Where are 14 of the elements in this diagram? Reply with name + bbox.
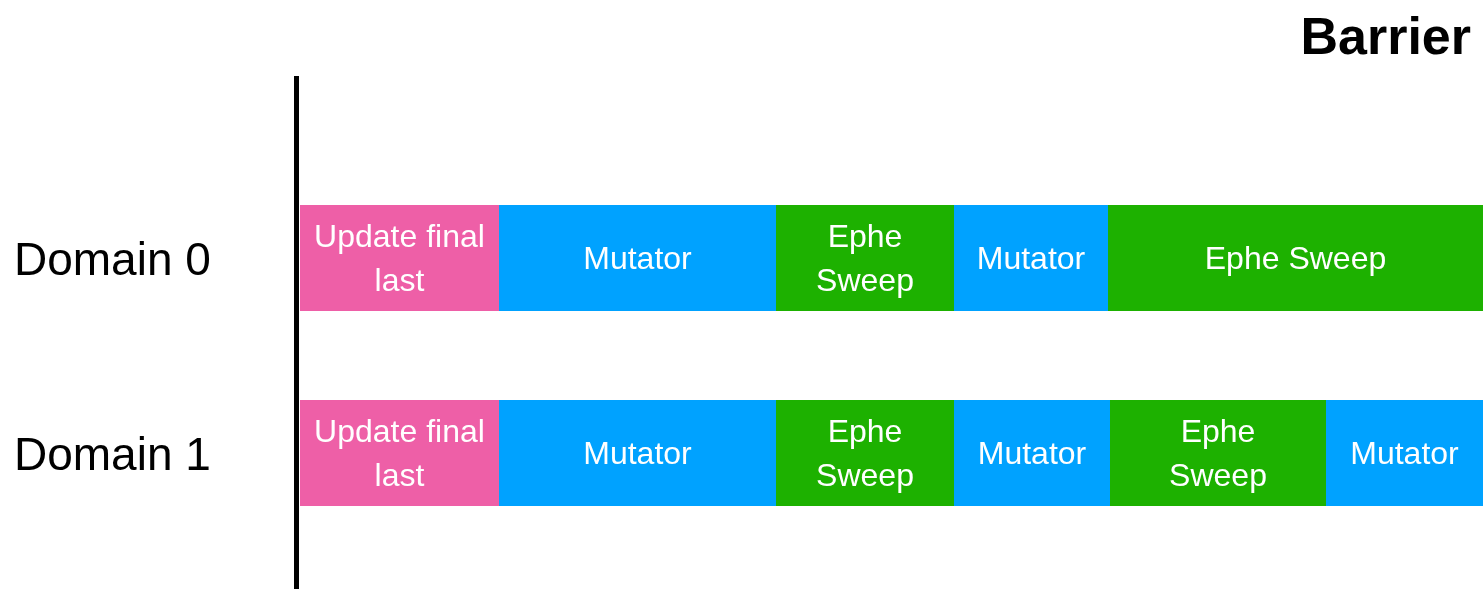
task-bar: Mutator: [499, 205, 776, 311]
task-bar: Mutator: [954, 400, 1110, 506]
task-bar: Update final last: [300, 400, 499, 506]
task-bar: Ephe Sweep: [1108, 205, 1483, 311]
task-bar: Ephe Sweep: [1110, 400, 1326, 506]
heading: Barrier: [1300, 8, 1471, 66]
task-bar: Ephe Sweep: [776, 400, 954, 506]
row-label: Domain 1: [14, 429, 211, 480]
task-bar: Mutator: [954, 205, 1108, 311]
task-bar: Update final last: [300, 205, 499, 311]
row-label: Domain 0: [14, 234, 211, 285]
task-bar: Mutator: [499, 400, 776, 506]
task-bar: Mutator: [1326, 400, 1483, 506]
task-bar: Ephe Sweep: [776, 205, 954, 311]
